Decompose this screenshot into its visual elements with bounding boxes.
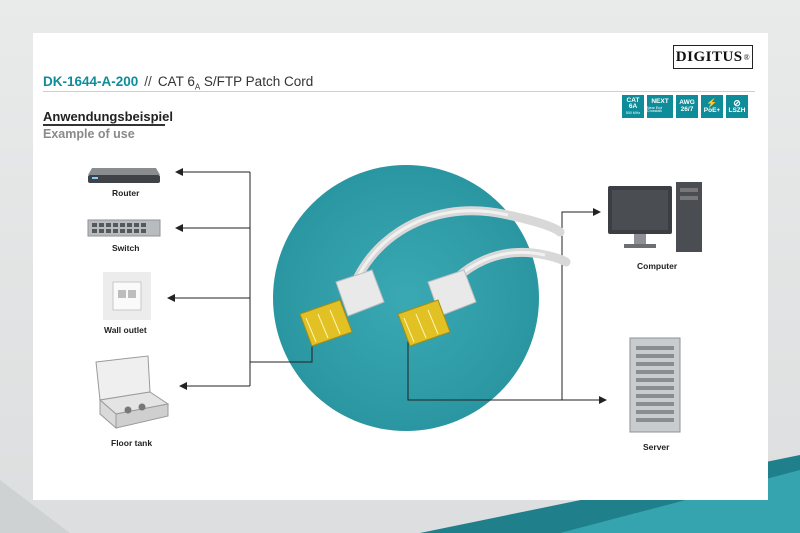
patch-cable-icon <box>299 206 571 347</box>
teal-circle-background <box>273 165 539 431</box>
server-label: Server <box>643 442 670 452</box>
wall-outlet-label: Wall outlet <box>104 325 147 335</box>
left-connection-lines <box>167 168 313 390</box>
wall-outlet-icon <box>103 272 151 320</box>
router-label: Router <box>112 188 140 198</box>
badge-small: Near End Crosstalk <box>647 105 663 114</box>
switch-icon <box>87 219 161 237</box>
header-separator: // <box>144 74 152 89</box>
badge-line2: 6A <box>628 103 638 111</box>
server-icon <box>629 337 681 433</box>
badge-line2: PoE+ <box>703 106 721 114</box>
badge-line1: AWG <box>679 99 695 106</box>
badge-line1: CAT <box>626 96 640 104</box>
product-code: DK-1644-A-200 <box>43 74 139 89</box>
rj45-connector-left <box>299 269 385 347</box>
feature-badges: CAT 6A 500 MHz NEXT Near End Crosstalk A… <box>622 95 748 118</box>
badge-line2: LSZH <box>728 106 746 114</box>
switch-label: Switch <box>112 243 140 253</box>
cat6a-badge: CAT 6A 500 MHz <box>622 95 644 118</box>
computer-label: Computer <box>637 261 678 271</box>
section-title-en: Example of use <box>43 127 135 141</box>
rj45-connector-right <box>397 269 477 347</box>
awg-badge: AWG 26/7 <box>676 95 698 118</box>
product-name-suffix: S/FTP Patch Cord <box>200 74 314 89</box>
product-header: DK-1644-A-200 // CAT 6A S/FTP Patch Cord <box>43 74 313 92</box>
header-divider <box>43 91 755 92</box>
section-title-de: Anwendungsbeispiel <box>43 109 174 124</box>
logo-registered-mark: ® <box>743 52 751 62</box>
digitus-logo: DIGITUS® <box>673 45 753 69</box>
floor-tank-label: Floor tank <box>111 438 153 448</box>
product-name-prefix: CAT 6 <box>157 74 195 89</box>
product-name-subscript: A <box>194 82 201 92</box>
floor-tank-icon <box>95 355 170 430</box>
right-connection-lines <box>407 208 607 404</box>
poe-badge: ⚡ PoE+ <box>701 95 723 118</box>
logo-text: DIGITUS <box>675 48 743 65</box>
plug-icon: ⚡ <box>706 97 718 108</box>
section-title-underline <box>43 124 165 126</box>
router-icon <box>88 168 160 183</box>
badge-small: 500 MHz <box>625 110 641 115</box>
next-badge: NEXT Near End Crosstalk <box>647 95 673 118</box>
no-smoke-icon: ⊘ <box>733 97 741 108</box>
lszh-badge: ⊘ LSZH <box>726 95 748 118</box>
badge-line2: 26/7 <box>680 105 694 113</box>
badge-line1: NEXT <box>651 98 669 106</box>
computer-icon <box>608 182 702 252</box>
